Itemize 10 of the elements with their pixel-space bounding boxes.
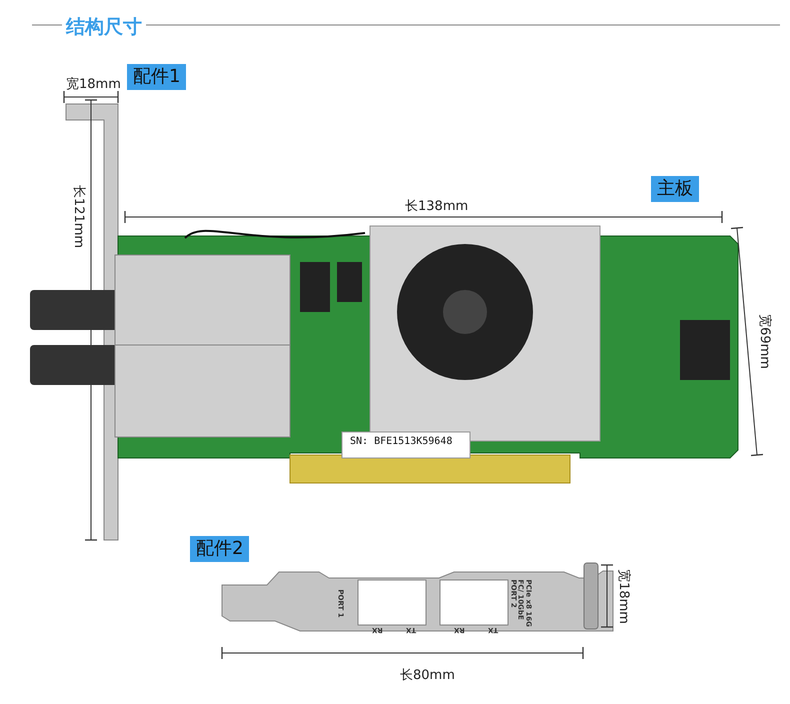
dimension-label: 长121mm	[72, 184, 86, 248]
part-tag: 主板	[651, 176, 699, 202]
dimension-label: 宽18mm	[616, 569, 630, 624]
dimension-label: 长80mm	[400, 669, 455, 682]
serial-number-text: SN: BFE1513K59648	[350, 437, 452, 447]
dimension-label: 长138mm	[405, 200, 468, 213]
dimension-label: 宽69mm	[758, 314, 771, 369]
dimension-label: 宽18mm	[66, 78, 121, 91]
part-tag: 配件2	[190, 536, 250, 562]
part-tag: 配件1	[127, 64, 186, 90]
